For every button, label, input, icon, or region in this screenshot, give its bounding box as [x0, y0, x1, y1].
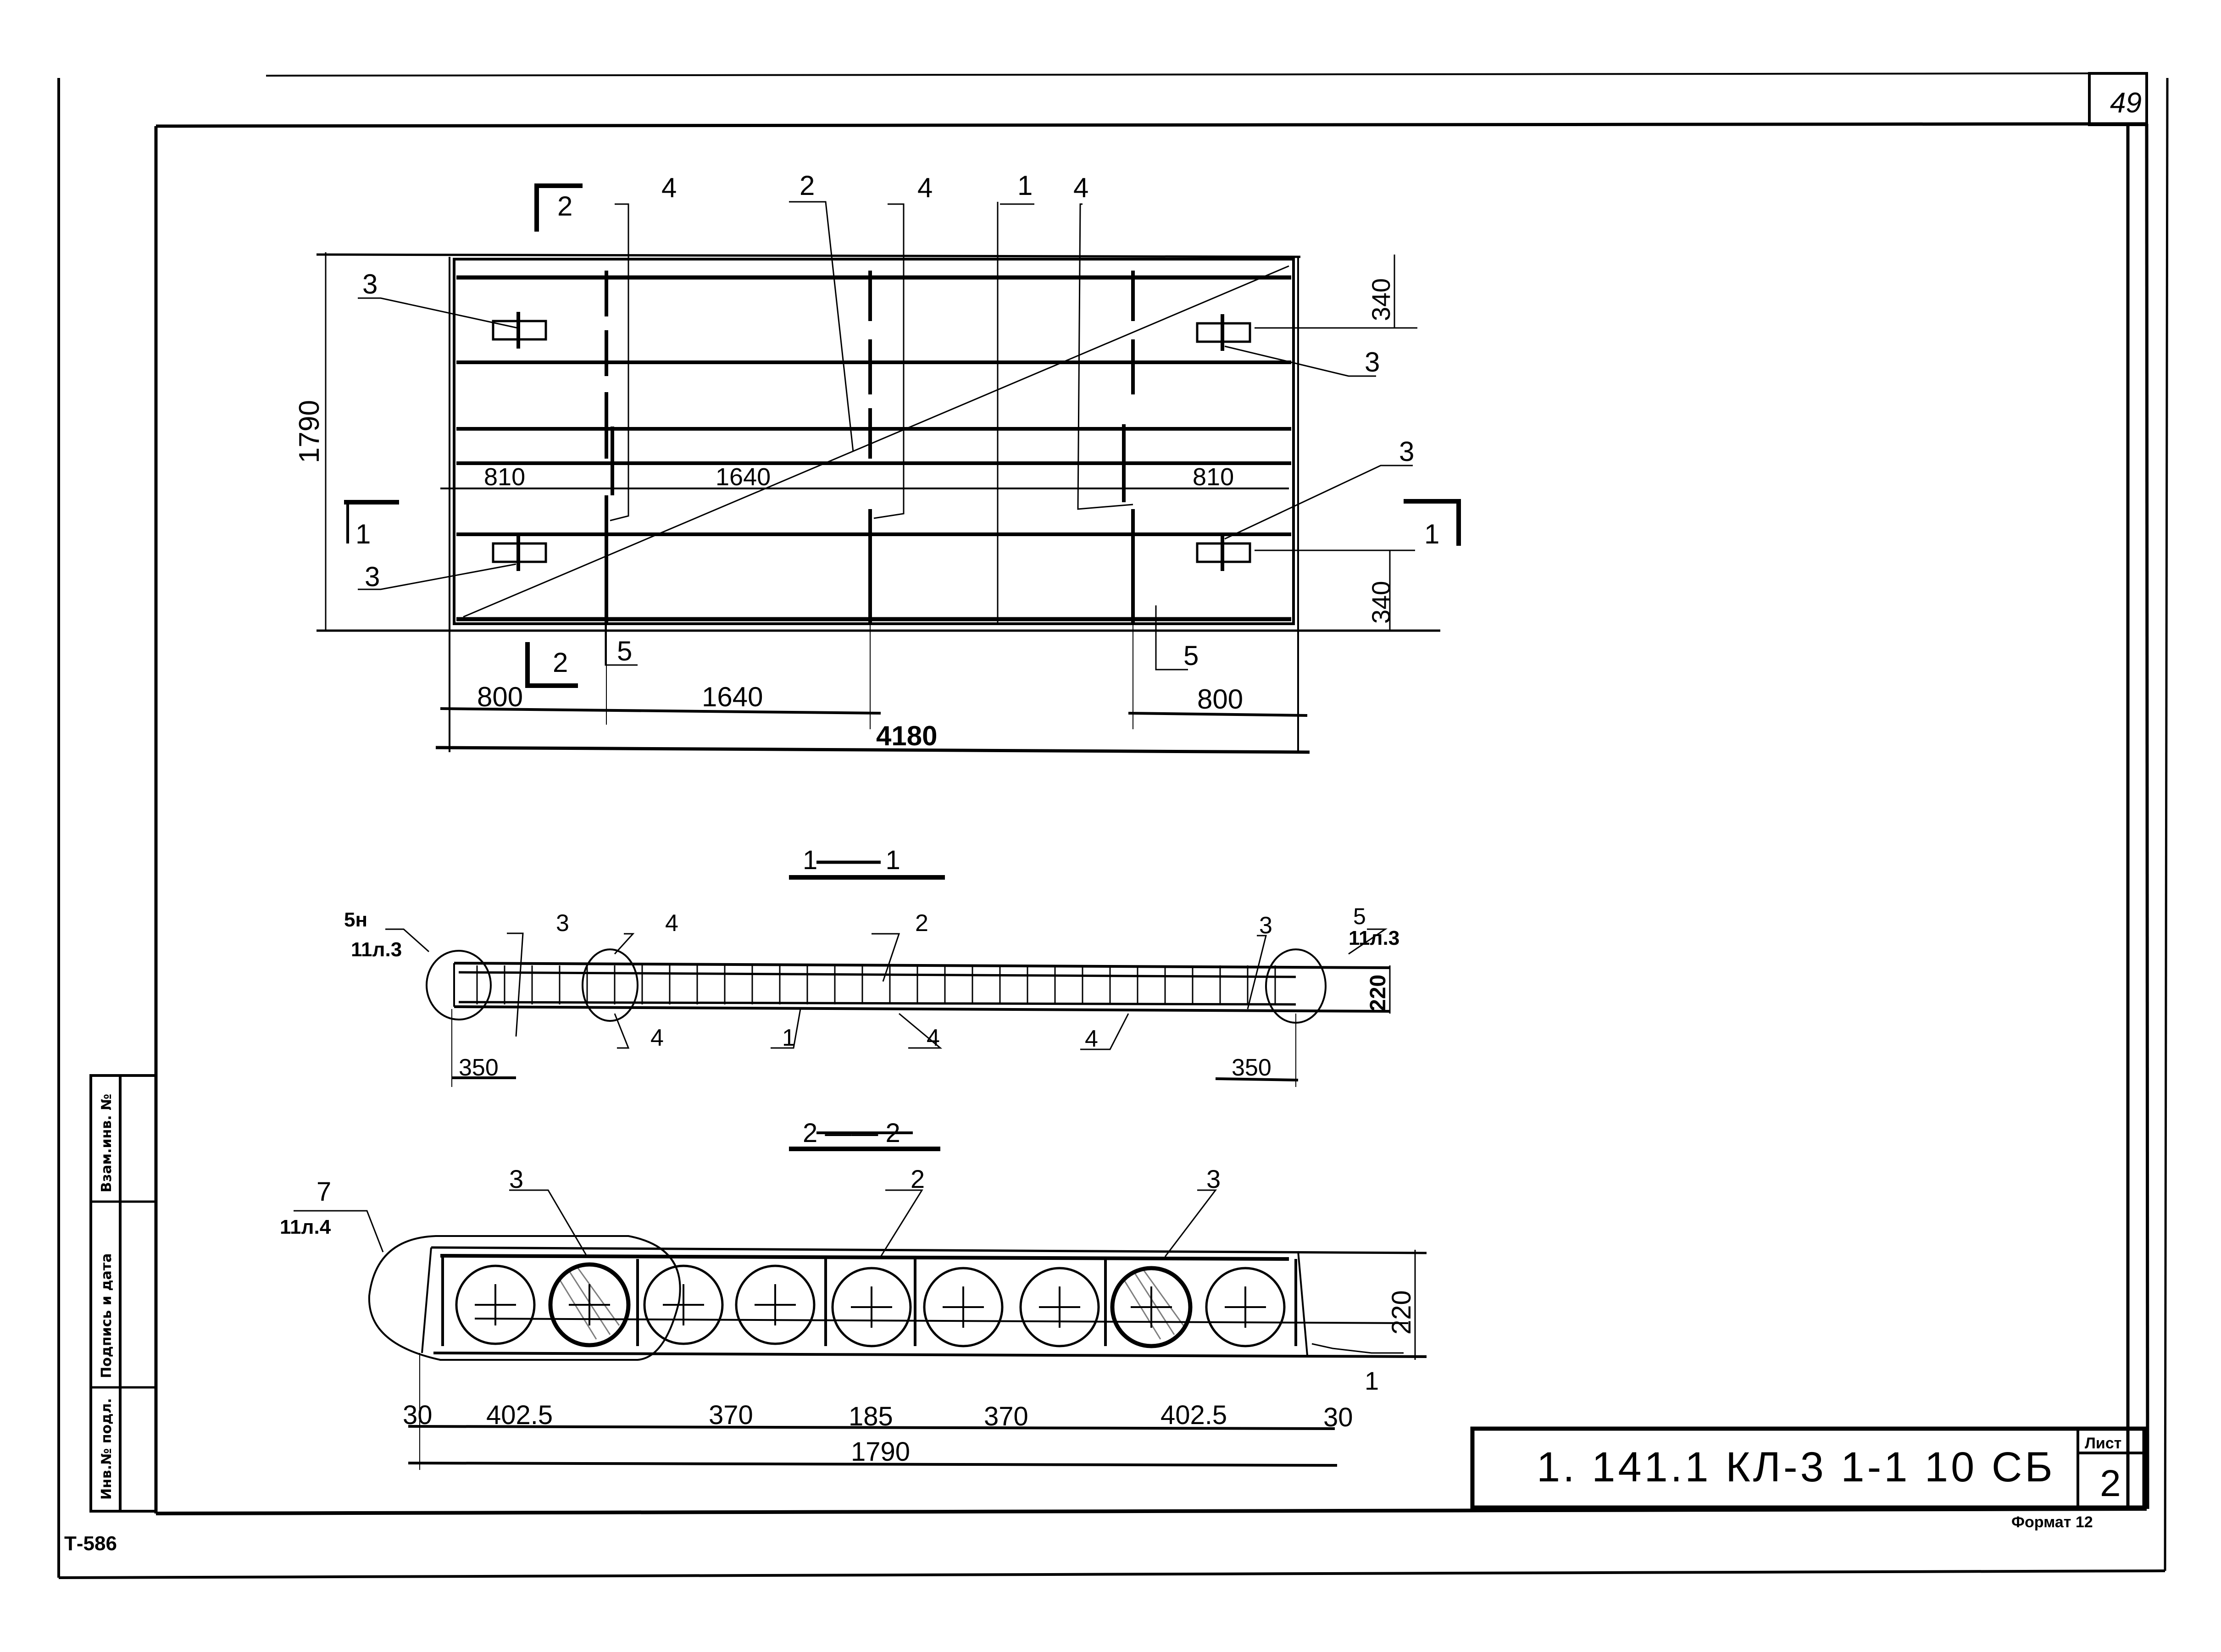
section-2-top-mark: 2 — [557, 191, 572, 222]
dim-inner-left: 810 — [484, 463, 525, 491]
section-1-1-callout-4a: 4 — [665, 910, 678, 937]
dim-overall-length: 4180 — [876, 721, 937, 751]
format-label: Формат 12 — [2011, 1513, 2093, 1531]
section-1-1-title: 1 —— 1 — [803, 845, 900, 875]
plan-callout-5b: 5 — [1183, 640, 1199, 671]
dim-inner-right: 810 — [1193, 463, 1234, 491]
section-1-1-dim-height: 220 — [1366, 975, 1390, 1011]
dim-inner-mid: 1640 — [716, 463, 771, 491]
section-1-1-callout-3b: 3 — [1259, 912, 1272, 939]
section-2-2-detail-sheet: 11л.4 — [280, 1216, 331, 1238]
plan-callout-4a: 4 — [661, 172, 677, 203]
section-2-2-dim-seg-6: 402.5 — [1160, 1400, 1227, 1430]
section-1-1-detail-left-number: 5н — [344, 909, 367, 931]
stamp-inv-no-label: Инв.№ подл. — [99, 1398, 115, 1500]
dim-bottom-right: 800 — [1197, 684, 1243, 715]
plan-callout-2: 2 — [800, 170, 815, 201]
section-1-1-callout-4b: 4 — [650, 1025, 664, 1051]
stamp-replace-inv-label: Взам.инв. № — [99, 1094, 115, 1192]
section-1-1-dim-left: 350 — [459, 1054, 499, 1081]
section-1-left-mark: 1 — [355, 519, 371, 549]
title-block — [1470, 1426, 2147, 1510]
section-1-1-callout-3a: 3 — [556, 910, 569, 937]
plan-callout-3a: 3 — [362, 269, 378, 299]
section-2-2 — [294, 1131, 1427, 1470]
plan-callout-4b: 4 — [917, 172, 933, 203]
section-1-1-detail-right-number: 5 — [1353, 904, 1366, 929]
section-1-1-callout-2: 2 — [915, 910, 928, 937]
section-2-2-detail-number: 7 — [316, 1177, 331, 1207]
plan-callout-3d: 3 — [365, 561, 380, 592]
section-1-1-callout-1: 1 — [782, 1025, 795, 1051]
section-1-1-detail-left-sheet: 11л.3 — [351, 938, 402, 961]
plan-callout-4c: 4 — [1073, 172, 1088, 203]
sheet-label: Лист — [2085, 1435, 2121, 1452]
section-2-2-callout-3a: 3 — [509, 1164, 523, 1193]
section-2-2-dim-seg-4: 185 — [849, 1402, 893, 1431]
section-2-2-callout-2: 2 — [911, 1164, 925, 1193]
stamp-signature-date-label: Подпись и дата — [99, 1253, 115, 1378]
dim-right-top: 340 — [1366, 278, 1395, 321]
section-2-2-dim-seg-2: 402.5 — [486, 1400, 553, 1430]
section-2-2-callout-3b: 3 — [1206, 1164, 1221, 1193]
sheet-border — [57, 72, 2169, 1579]
section-1-1-callout-4d: 4 — [1085, 1026, 1098, 1052]
section-2-2-dim-height: 220 — [1387, 1290, 1416, 1335]
section-1-1-dim-right: 350 — [1232, 1054, 1272, 1081]
title-designation: 1. 141.1 КЛ-3 1-1 10 СБ — [1537, 1444, 2055, 1491]
section-2-2-callout-1: 1 — [1365, 1366, 1379, 1395]
section-1-right-mark: 1 — [1424, 519, 1439, 549]
plan-callout-1: 1 — [1017, 170, 1033, 201]
section-2-2-dim-seg-1: 30 — [403, 1400, 433, 1430]
plan-callout-5a: 5 — [617, 636, 632, 666]
section-1-1-callout-4c: 4 — [927, 1025, 940, 1051]
section-1-1 — [385, 860, 1391, 1087]
plan-callout-3b: 3 — [1365, 347, 1380, 377]
plan-view — [316, 183, 1461, 754]
top-page-number: 49 — [2110, 87, 2142, 119]
plan-callout-3c: 3 — [1399, 436, 1414, 467]
dim-bottom-left: 800 — [477, 682, 523, 712]
section-2-2-title: 2 —— 2 — [803, 1118, 900, 1148]
dim-overall-height: 1790 — [294, 400, 325, 463]
side-stamp — [89, 1074, 157, 1513]
section-2-bottom-mark: 2 — [553, 647, 568, 678]
section-1-1-detail-right-sheet: 11л.3 — [1349, 927, 1399, 949]
dim-bottom-mid: 1640 — [702, 682, 763, 712]
section-2-2-dim-seg-7: 30 — [1323, 1403, 1353, 1432]
section-2-2-dim-seg-3: 370 — [709, 1400, 753, 1430]
section-2-2-dim-seg-5: 370 — [984, 1402, 1028, 1431]
sheet-number: 2 — [2100, 1463, 2121, 1504]
archive-code: Т-586 — [64, 1532, 117, 1555]
dim-right-bottom: 340 — [1366, 581, 1395, 624]
section-2-2-dim-overall: 1790 — [851, 1437, 910, 1467]
